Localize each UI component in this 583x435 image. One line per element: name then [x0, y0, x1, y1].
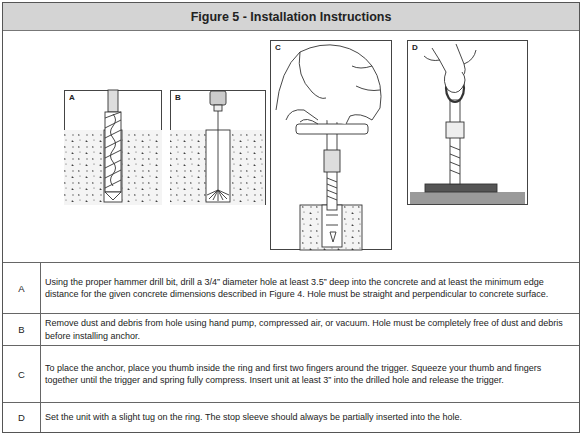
- step-text-cell: To place the anchor, place you thumb ins…: [45, 346, 575, 402]
- illustration-shape: [312, 64, 352, 104]
- step-panel: C: [270, 40, 392, 250]
- table-row: AUsing the proper hammer drill bit, dril…: [3, 262, 579, 313]
- illustration-shape: [327, 110, 337, 210]
- insert-illustration: [276, 45, 381, 250]
- illustration-shape: [64, 130, 162, 205]
- drill-illustration: [64, 90, 162, 205]
- illustration-shape: [326, 215, 338, 242]
- figure-title: Figure 5 - Installation Instructions: [191, 10, 392, 24]
- table-row: BRemove dust and debris from hole using …: [3, 313, 579, 345]
- illustration-shape: [111, 114, 116, 186]
- illustration-shape: [450, 100, 460, 184]
- illustration-shape: [444, 72, 465, 93]
- illustration-shape: [432, 44, 465, 78]
- step-letter-cell: C: [3, 346, 41, 402]
- step-panel: B: [170, 90, 266, 205]
- illustration-shape: [296, 124, 368, 134]
- step-letter-cell: D: [3, 403, 41, 432]
- illustration-shape: [299, 52, 326, 98]
- illustration-shape: [108, 90, 118, 112]
- cleaning-illustration: [170, 91, 265, 205]
- illustration-shape: [425, 184, 497, 192]
- illustration-shape: [410, 192, 525, 204]
- panel-letter: C: [275, 43, 281, 52]
- illustration-shape: [446, 122, 464, 138]
- illustration-shape: [327, 178, 337, 200]
- step-panel: A: [64, 90, 162, 205]
- step-panel: D: [407, 40, 528, 205]
- title-band: Figure 5 - Installation Instructions: [3, 3, 579, 31]
- set-illustration: [410, 44, 525, 204]
- illustration-shape: [352, 66, 380, 91]
- step-letter-cell: B: [3, 314, 41, 345]
- illustration-shape: [207, 190, 229, 201]
- illustration-shape: [286, 110, 318, 124]
- illustration-shape: [105, 192, 121, 200]
- illustration-shape: [206, 130, 230, 202]
- panel-letter: D: [412, 43, 418, 52]
- panel-letter: B: [175, 93, 181, 102]
- illustration-shape: [324, 150, 340, 172]
- table-row: DSet the unit with a slight tug on the r…: [3, 402, 579, 432]
- illustration-shape: [450, 146, 460, 174]
- illustration-shape: [214, 105, 222, 111]
- illustration-shape: [446, 74, 464, 102]
- illustration-shape: [300, 205, 362, 250]
- illustration-shape: [276, 45, 381, 124]
- illustration-shape: [317, 69, 347, 99]
- step-text-cell: Using the proper hammer drill bit, drill…: [45, 263, 575, 313]
- illustration-shape: [424, 50, 476, 64]
- illustration-shape: [218, 111, 219, 190]
- step-text-cell: Remove dust and debris from hole using h…: [45, 314, 575, 345]
- illustration-shape: [105, 112, 121, 188]
- table-row: CTo place the anchor, place you thumb in…: [3, 345, 579, 402]
- step-letter-cell: A: [3, 263, 41, 313]
- illustration-shape: [105, 112, 121, 192]
- panel-letter: A: [69, 93, 75, 102]
- illustration-shape: [210, 91, 226, 105]
- illustration-shape: [170, 130, 265, 205]
- illustration-shape: [322, 205, 342, 247]
- step-text-cell: Set the unit with a slight tug on the ri…: [45, 403, 575, 432]
- illustration-shape: [104, 130, 122, 202]
